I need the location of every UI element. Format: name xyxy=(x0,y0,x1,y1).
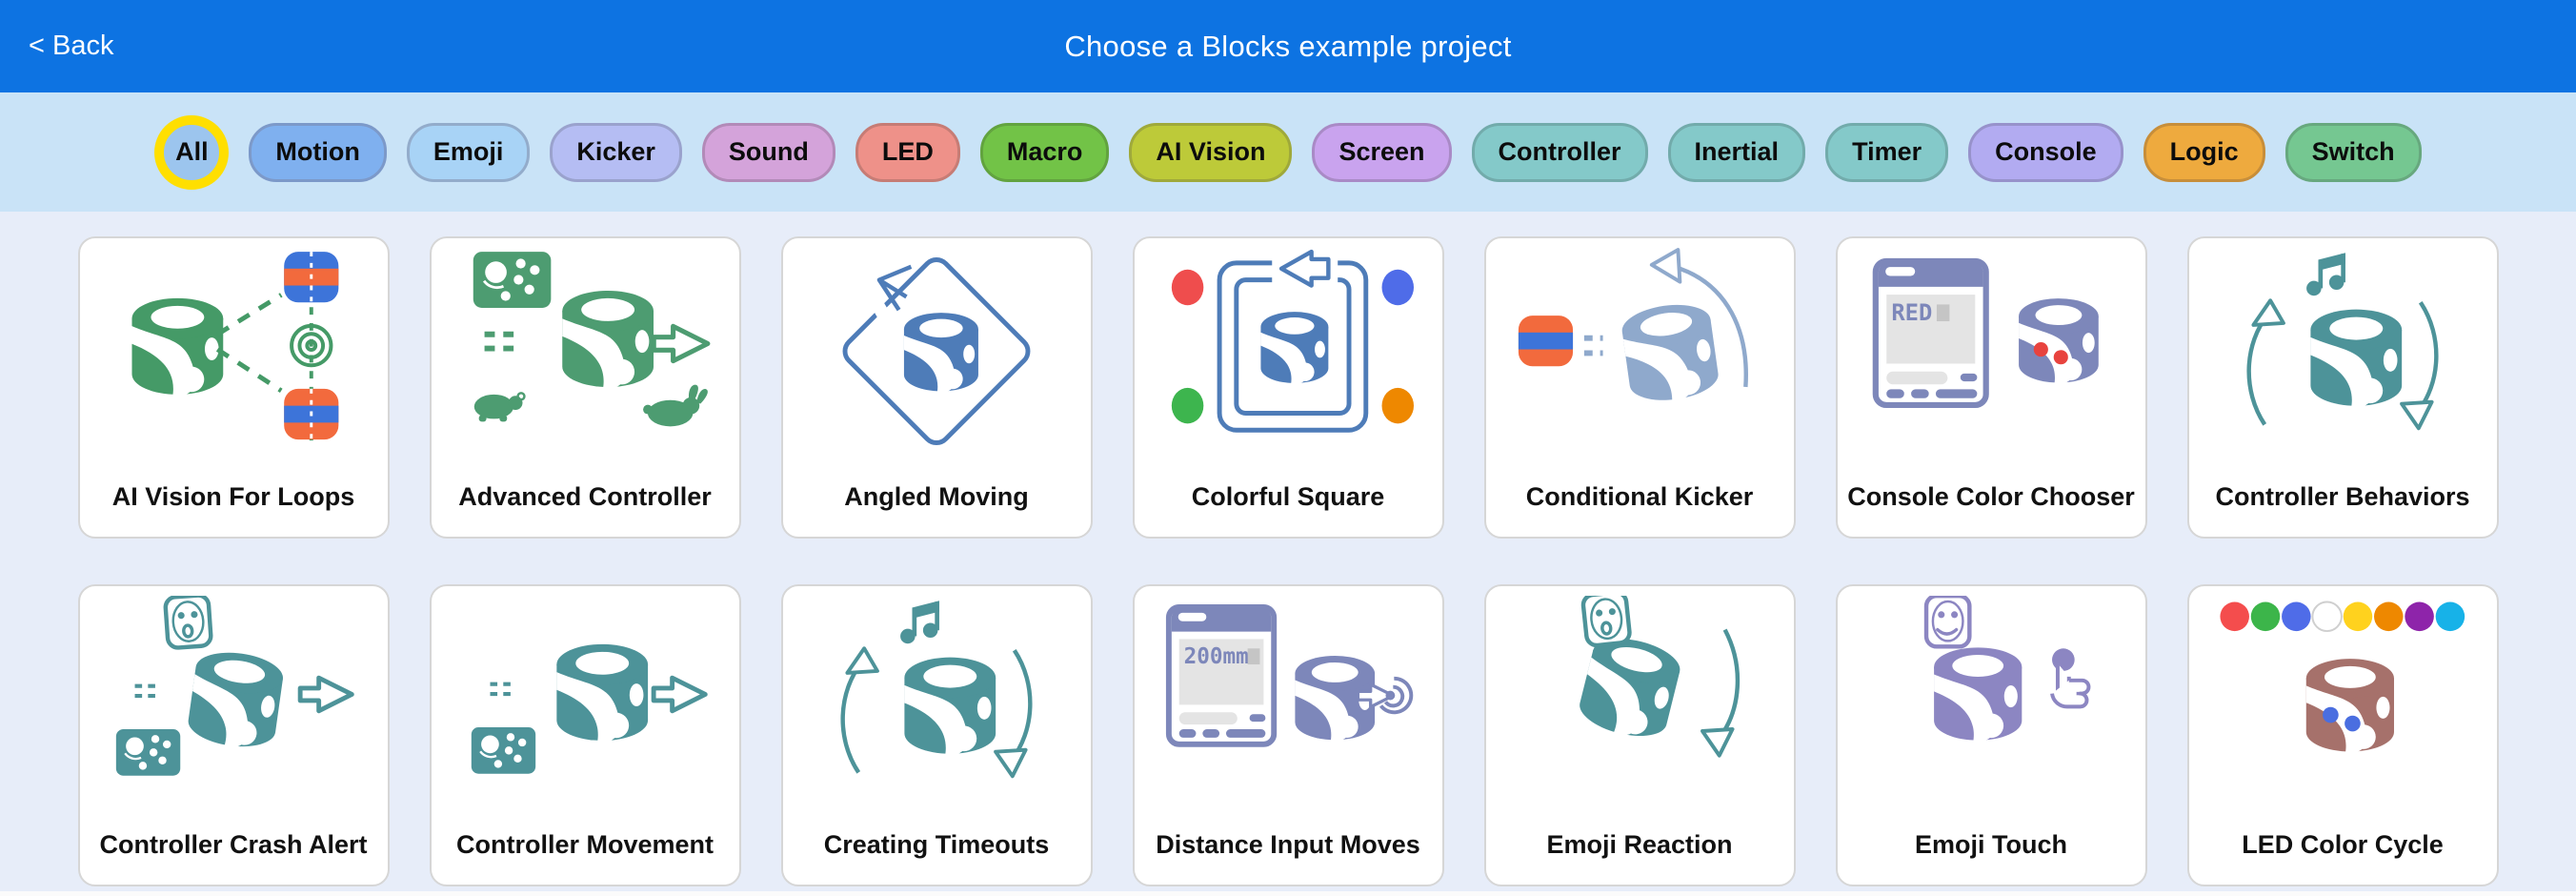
filter-pill-emoji[interactable]: Emoji xyxy=(406,122,531,182)
filter-pill-console[interactable]: Console xyxy=(1968,122,2123,182)
filter-pill-label: Sound xyxy=(728,137,809,166)
content-area: AI Vision For Loops Advanced Controller xyxy=(0,212,2576,896)
filter-pill-macro[interactable]: Macro xyxy=(979,122,1110,182)
project-card-title: Creating Timeouts xyxy=(823,830,1050,860)
project-card-title: Emoji Reaction xyxy=(1546,830,1733,860)
project-card-emoji-touch[interactable]: Emoji Touch xyxy=(1835,584,2147,886)
project-card-title: Advanced Controller xyxy=(458,482,712,512)
filter-pill-timer[interactable]: Timer xyxy=(1825,122,1949,182)
project-card-conditional-kicker[interactable]: Conditional Kicker xyxy=(1483,236,1796,539)
filter-pill-led[interactable]: LED xyxy=(855,122,960,182)
filter-pill-label: LED xyxy=(881,137,934,166)
emoji-reaction-icon xyxy=(1513,595,1766,802)
filter-pill-label: Inertial xyxy=(1694,137,1780,166)
filter-pill-label: Screen xyxy=(1338,137,1425,166)
led-cycle-icon xyxy=(2216,596,2469,802)
project-card-title: Controller Movement xyxy=(455,830,714,860)
filter-pill-motion[interactable]: Motion xyxy=(249,122,387,182)
project-card-creating-timeouts[interactable]: Creating Timeouts xyxy=(780,584,1093,886)
project-card-emoji-reaction[interactable]: Emoji Reaction xyxy=(1483,584,1796,886)
project-card-title: Distance Input Moves xyxy=(1156,830,1420,860)
filter-pill-label: Switch xyxy=(2311,137,2395,166)
conditional-kicker-icon xyxy=(1513,247,1766,454)
filter-pill-label: Controller xyxy=(1498,137,1621,166)
distance-input-icon: 200mm xyxy=(1161,596,1415,802)
project-grid: AI Vision For Loops Advanced Controller xyxy=(0,236,2576,886)
project-card-title: Colorful Square xyxy=(1191,482,1385,512)
console-color-chooser-icon: RED xyxy=(1864,248,2118,454)
filter-pill-label: AI Vision xyxy=(1156,137,1266,166)
project-card-console-color-chooser[interactable]: RED Console Color Chooser xyxy=(1835,236,2147,539)
project-card-title: AI Vision For Loops xyxy=(111,482,355,512)
project-card-controller-movement[interactable]: Controller Movement xyxy=(429,584,741,886)
crash-alert-icon xyxy=(107,595,360,802)
project-card-colorful-square[interactable]: Colorful Square xyxy=(1132,236,1444,539)
header-bar: < Back Choose a Blocks example project xyxy=(0,0,2576,92)
note-spin-icon xyxy=(2216,248,2469,454)
filter-bar: All Motion Emoji Kicker Sound LED Macro AI Visi… xyxy=(0,92,2576,212)
project-card-title: Console Color Chooser xyxy=(1847,482,2135,512)
filter-pill-label: Console xyxy=(1995,137,2097,166)
filter-pill-controller[interactable]: Controller xyxy=(1471,122,1648,182)
filter-pill-logic[interactable]: Logic xyxy=(2143,122,2265,182)
project-card-controller-crash-alert[interactable]: Controller Crash Alert xyxy=(77,584,390,886)
project-card-distance-input-moves[interactable]: 200mm Distance Input Moves xyxy=(1132,584,1444,886)
project-card-title: LED Color Cycle xyxy=(2242,830,2444,860)
project-card-title: Conditional Kicker xyxy=(1525,482,1754,512)
ai-vision-loops-icon xyxy=(107,248,360,454)
filter-pill-kicker[interactable]: Kicker xyxy=(550,122,682,182)
filter-pill-sound[interactable]: Sound xyxy=(701,122,835,182)
filter-pill-inertial[interactable]: Inertial xyxy=(1667,122,1806,182)
note-spin-icon xyxy=(810,596,1063,802)
filter-pill-label: All xyxy=(175,137,209,166)
project-card-title: Controller Behaviors xyxy=(2215,482,2470,512)
back-button[interactable]: < Back xyxy=(23,0,119,92)
controller-move-icon xyxy=(458,596,712,802)
svg-text:200mm: 200mm xyxy=(1184,644,1249,669)
project-card-title: Controller Crash Alert xyxy=(99,830,368,860)
project-card-title: Emoji Touch xyxy=(1915,830,2067,860)
filter-pill-screen[interactable]: Screen xyxy=(1312,122,1452,182)
next-row-peek xyxy=(0,891,2576,896)
filter-pill-label: Logic xyxy=(2169,137,2239,166)
advanced-controller-icon xyxy=(458,248,712,454)
colorful-square-icon xyxy=(1161,248,1415,454)
filter-pill-label: Macro xyxy=(1006,137,1083,166)
project-card-led-color-cycle[interactable]: LED Color Cycle xyxy=(2186,584,2499,886)
project-card-angled-moving[interactable]: Angled Moving xyxy=(780,236,1093,539)
filter-pill-switch[interactable]: Switch xyxy=(2284,122,2422,182)
filter-pill-ai-vision[interactable]: AI Vision xyxy=(1129,122,1293,182)
filter-pill-label: Emoji xyxy=(433,137,504,166)
filter-pill-label: Timer xyxy=(1852,137,1922,166)
svg-text:RED: RED xyxy=(1891,298,1932,325)
filter-pill-label: Kicker xyxy=(576,137,655,166)
filter-pill-label: Motion xyxy=(275,137,360,166)
project-card-controller-behaviors[interactable]: Controller Behaviors xyxy=(2186,236,2499,539)
filter-pill-all[interactable]: All xyxy=(154,114,230,190)
project-card-advanced-controller[interactable]: Advanced Controller xyxy=(429,236,741,539)
angled-moving-icon xyxy=(810,248,1063,454)
project-card-ai-vision-for-loops[interactable]: AI Vision For Loops xyxy=(77,236,390,539)
project-card-title: Angled Moving xyxy=(844,482,1029,512)
page-title: Choose a Blocks example project xyxy=(1064,29,1512,63)
emoji-touch-icon xyxy=(1864,595,2118,802)
